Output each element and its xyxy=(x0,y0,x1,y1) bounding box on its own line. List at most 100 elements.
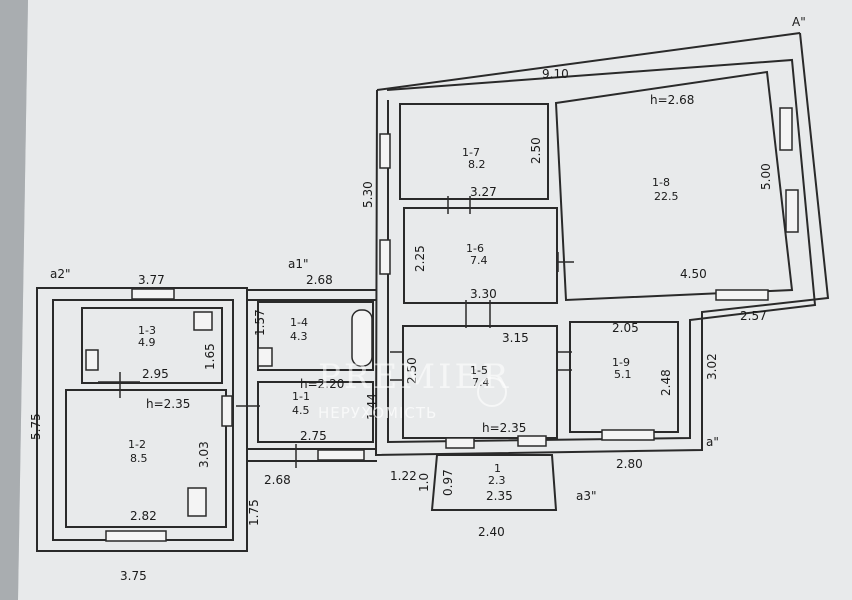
room-1-4-wall xyxy=(257,301,374,371)
dim-label: 2.40 xyxy=(478,525,505,539)
height-mid: h=2.20 xyxy=(300,377,344,391)
room-1-2-area: 8.5 xyxy=(130,452,148,465)
dim-label: 9.10 xyxy=(542,67,569,81)
dim-label: 3.02 xyxy=(705,353,719,380)
connector-wall xyxy=(247,289,377,462)
cabinet-icon xyxy=(193,311,213,331)
left-outer-wall xyxy=(36,287,248,552)
top-wall xyxy=(376,32,801,91)
room-1-9-area: 5.1 xyxy=(614,368,632,381)
dim-label: 3.77 xyxy=(138,273,165,287)
room-1-8-area: 22.5 xyxy=(654,190,679,203)
room-1-3-wall xyxy=(81,307,223,384)
dim-label: 3.15 xyxy=(502,331,529,345)
room-1-5-wall xyxy=(402,325,558,439)
dim-label: 2.80 xyxy=(616,457,643,471)
watermark: PREMIER НЕРУХОМІСТЬ xyxy=(318,357,511,422)
toilet-icon xyxy=(85,349,99,371)
window-icon xyxy=(779,107,793,151)
dim-label: 1.0 xyxy=(417,473,431,492)
windows xyxy=(85,107,799,542)
room-1-4-id: 1-4 xyxy=(290,316,308,329)
dim-label: 2.82 xyxy=(130,509,157,523)
dim-label: 1.22 xyxy=(390,469,417,483)
room-1-1-wall xyxy=(257,381,374,443)
room-1-8-id: 1-8 xyxy=(652,176,670,189)
sink-icon xyxy=(257,347,273,367)
dim-label: 5.00 xyxy=(759,163,773,190)
room-1-area: 2.3 xyxy=(488,474,506,487)
dim-label: 1.44 xyxy=(365,393,379,420)
room-1-1-id: 1-1 xyxy=(292,390,310,403)
room-1-2-id: 1-2 xyxy=(128,438,146,451)
room-1-6-wall xyxy=(403,207,558,304)
window-icon xyxy=(379,133,391,169)
dim-label: 2.68 xyxy=(264,473,291,487)
watermark-logo-icon xyxy=(477,377,507,407)
dim-label: 1.57 xyxy=(253,309,267,336)
corner-label-a1: a1" xyxy=(288,257,309,271)
room-1-7-wall xyxy=(399,103,549,200)
window-icon xyxy=(105,530,167,542)
dim-label: 5.30 xyxy=(361,181,375,208)
window-icon xyxy=(317,449,365,461)
room-1-4-area: 4.3 xyxy=(290,330,308,343)
corner-label-a: A" xyxy=(792,15,806,29)
room-1-7-area: 8.2 xyxy=(468,158,486,171)
stove-icon xyxy=(187,487,207,517)
dim-label: 2.75 xyxy=(300,429,327,443)
dim-label: 2.50 xyxy=(529,137,543,164)
dim-label: 2.68 xyxy=(306,273,333,287)
bath-icon xyxy=(351,309,373,367)
dim-label: 4.50 xyxy=(680,267,707,281)
room-1-5-id: 1-5 xyxy=(470,364,488,377)
dim-label: 2.95 xyxy=(142,367,169,381)
dim-label: 2.35 xyxy=(486,489,513,503)
window-icon xyxy=(379,239,391,275)
room-1-8-wall xyxy=(554,70,794,302)
dim-label: 3.75 xyxy=(120,569,147,583)
dim-label: 2.57 xyxy=(740,309,767,323)
room-1-2-wall xyxy=(65,389,227,528)
dim-label: 2.25 xyxy=(413,245,427,272)
window-icon xyxy=(445,437,475,449)
room-1-1-area: 4.5 xyxy=(292,404,310,417)
dim-label: 3.27 xyxy=(470,185,497,199)
dim-label: 5.75 xyxy=(29,413,43,440)
dim-label: 2.48 xyxy=(659,369,673,396)
walls xyxy=(36,32,830,552)
dim-label: 2.50 xyxy=(405,357,419,384)
door-marks xyxy=(98,196,574,468)
corner-label-a-small: a" xyxy=(706,435,719,449)
room-1-3-area: 4.9 xyxy=(138,336,156,349)
watermark-sub: НЕРУХОМІСТЬ xyxy=(318,404,437,422)
main-outer-wall xyxy=(374,32,830,457)
dimension-labels: 9.10 5.30 5.00 2.50 3.27 2.25 3.30 4.50 … xyxy=(29,67,773,583)
dim-label: 3.30 xyxy=(470,287,497,301)
room-1-6-area: 7.4 xyxy=(470,254,488,267)
dim-label: 3.03 xyxy=(197,441,211,468)
room-1-9-id: 1-9 xyxy=(612,356,630,369)
dim-label: 0.97 xyxy=(441,469,455,496)
height-right: h=2.35 xyxy=(482,421,526,435)
paper-shadow xyxy=(0,0,28,600)
main-inner-wall xyxy=(386,58,817,444)
room-1-id: 1 xyxy=(494,462,501,475)
window-icon xyxy=(221,395,233,427)
room-labels: 1-7 8.2 1-6 7.4 1-8 22.5 1-5 7.4 1-9 5.1… xyxy=(128,146,679,487)
room-1-7-id: 1-7 xyxy=(462,146,480,159)
room-1-6-id: 1-6 xyxy=(466,242,484,255)
dim-label: 1.75 xyxy=(247,499,261,526)
window-icon xyxy=(715,289,769,301)
window-icon xyxy=(131,288,175,300)
porch-outline xyxy=(430,454,558,511)
window-icon xyxy=(785,189,799,233)
window-icon xyxy=(517,435,547,447)
height-main: h=2.68 xyxy=(650,93,694,107)
window-icon xyxy=(601,429,655,441)
room-1-3-id: 1-3 xyxy=(138,324,156,337)
corner-label-a3: a3" xyxy=(576,489,597,503)
watermark-name: PREMIER xyxy=(318,357,511,397)
corner-label-a2: a2" xyxy=(50,267,71,281)
